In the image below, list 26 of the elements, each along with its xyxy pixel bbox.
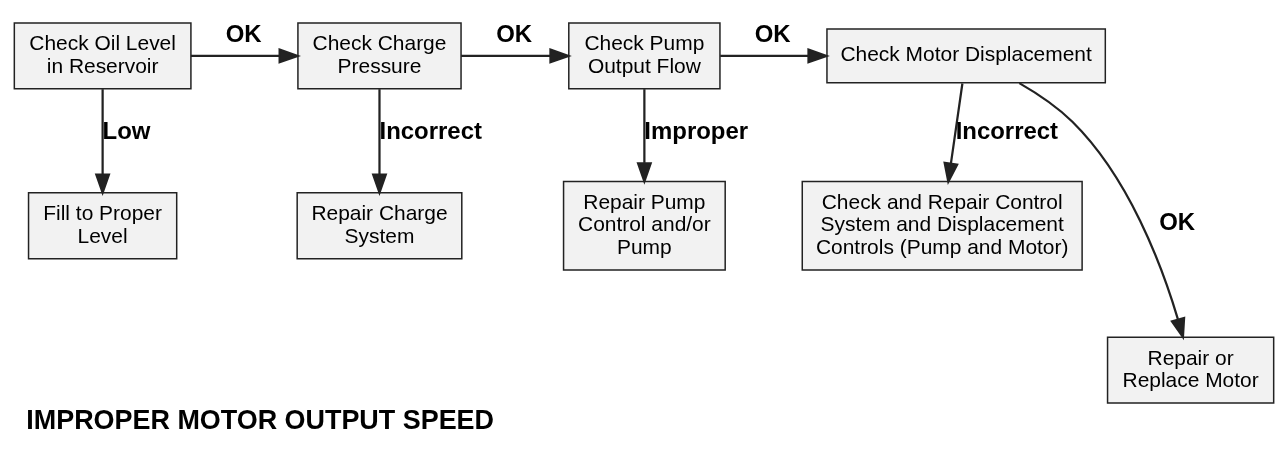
edge-label: OK xyxy=(496,20,533,48)
arrow xyxy=(720,48,830,64)
node-box: Repair Pump Control and/or Pump xyxy=(562,180,726,271)
node-box: Repair or Replace Motor xyxy=(1106,336,1275,404)
node-box: Repair Charge System xyxy=(296,192,463,260)
edge-label: OK xyxy=(225,20,262,48)
arrow xyxy=(943,83,964,185)
diagram-title: IMPROPER MOTOR OUTPUT SPEED xyxy=(26,405,494,436)
arrow xyxy=(1018,82,1186,341)
node-box: Check Motor Displacement xyxy=(826,28,1107,84)
edge-label: OK xyxy=(1159,207,1196,235)
edge-label: OK xyxy=(754,20,791,48)
arrow xyxy=(371,89,388,196)
node-box: Check Pump Output Flow xyxy=(568,22,721,90)
arrow xyxy=(94,89,111,196)
arrow xyxy=(636,89,653,185)
node-box: Check and Repair Control System and Displacement Controls (Pump and Motor) xyxy=(801,180,1083,271)
node-box: Check Oil Level in Reservoir xyxy=(13,22,192,90)
edge-label: Improper xyxy=(644,117,749,145)
edge-label: Incorrect xyxy=(379,117,482,145)
edge-label: Incorrect xyxy=(955,117,1059,145)
arrow xyxy=(191,48,301,64)
node-box: Fill to Proper Level xyxy=(27,192,178,260)
node-box: Check Charge Pressure xyxy=(297,22,462,90)
edge-label: Low xyxy=(102,117,151,145)
arrow xyxy=(461,48,572,64)
